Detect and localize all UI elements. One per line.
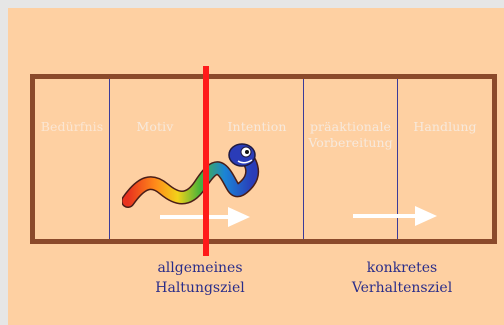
stage-praeaktionale-vorbereitung: präaktionale Vorbereitung (304, 119, 397, 151)
red-marker-line (203, 66, 209, 256)
stage-beduerfnis: Bedürfnis (35, 119, 109, 135)
rainbow-snake-icon (122, 141, 272, 211)
goal-allgemeines-haltungsziel: allgemeines Haltungsziel (120, 258, 280, 298)
stage-intention: Intention (211, 119, 303, 135)
right-arrow-icon (353, 206, 439, 224)
goal-konkretes-verhaltensziel: konkretes Verhaltensziel (327, 258, 477, 298)
stage-divider (303, 79, 304, 239)
stage-motiv: Motiv (110, 119, 200, 135)
stage-divider (109, 79, 110, 239)
stage-handlung: Handlung (398, 119, 492, 135)
